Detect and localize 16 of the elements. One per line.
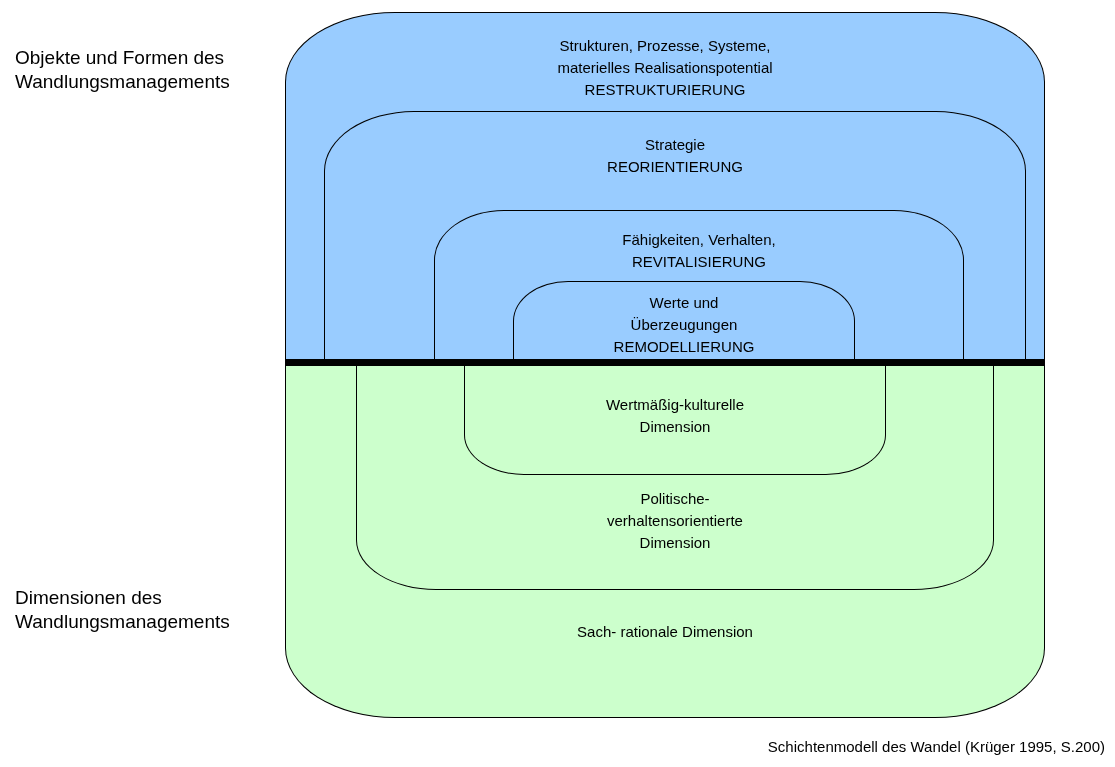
- layer-label: Werte und Überzeugungen: [629, 293, 739, 335]
- u-shaped-layer: [285, 366, 1045, 718]
- layer-label: Strategie: [644, 135, 705, 155]
- layer-title: REVITALISIERUNG: [632, 252, 766, 272]
- layer-label: Wertmäßig-kulturelle Dimension: [604, 395, 746, 437]
- layer-label: Politische- verhaltensorientierte Dimension: [606, 489, 744, 553]
- layer-label: Strukturen, Prozesse, Systeme, materielles Realisationspotential: [556, 36, 774, 78]
- layer-title: REORIENTIERUNG: [607, 157, 743, 177]
- caption: Schichtenmodell des Wandel (Krüger 1995, S.200): [767, 737, 1105, 757]
- layer-title: RESTRUKTURIERUNG: [584, 80, 746, 100]
- arch-layer: [285, 12, 1045, 359]
- layer-label: Fähigkeiten, Verhalten,: [622, 230, 776, 250]
- side-label: Dimensionen des Wandlungsmanagements: [15, 586, 231, 634]
- side-label: Objekte und Formen des Wandlungsmanagements: [15, 46, 231, 94]
- layer-title: REMODELLIERUNG: [613, 337, 755, 357]
- layer-label: Sach- rationale Dimension: [577, 622, 753, 642]
